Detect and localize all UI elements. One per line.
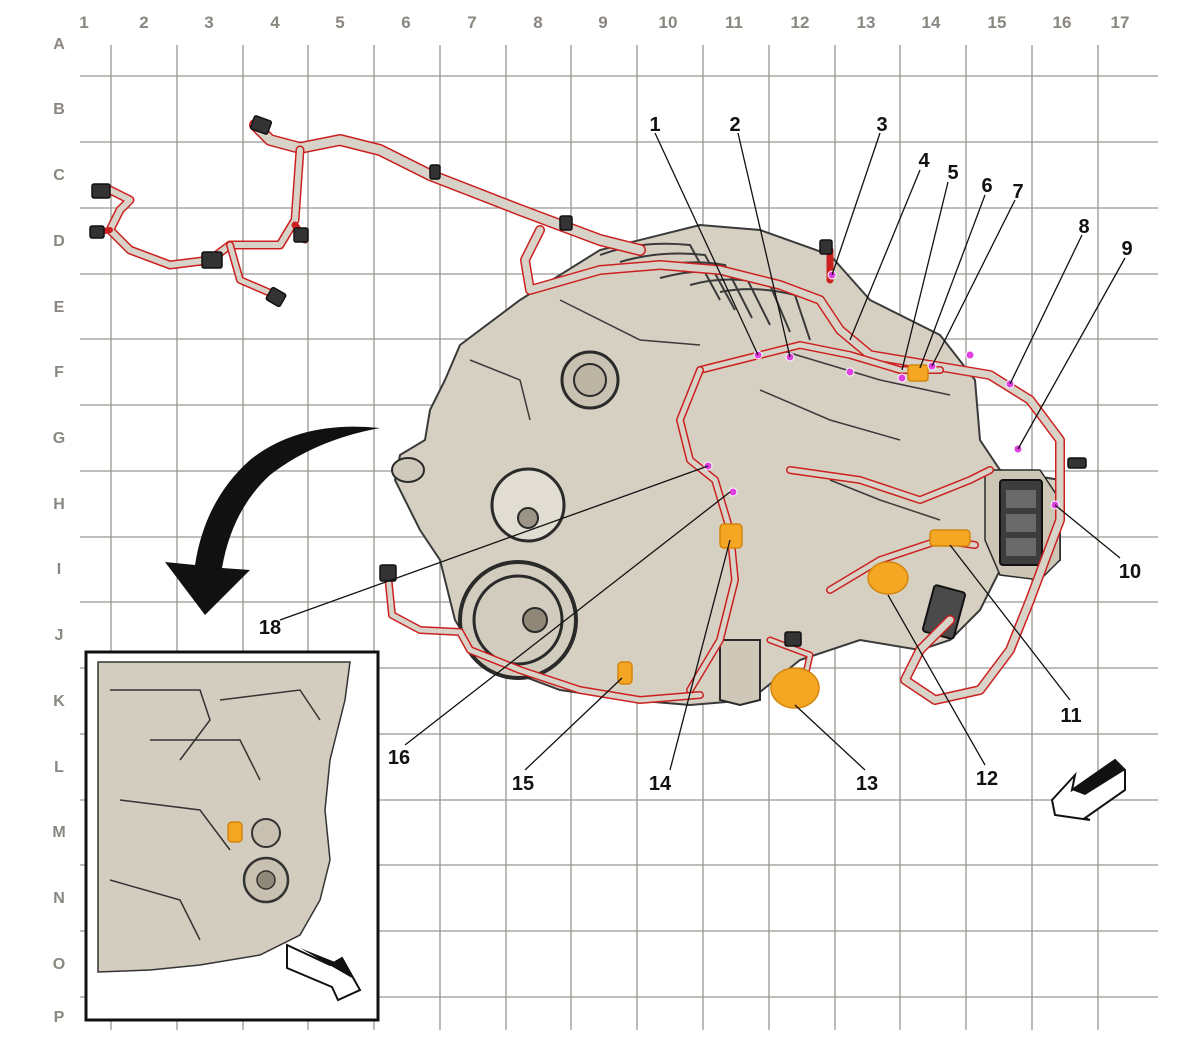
grid-col-label: 8 xyxy=(533,13,542,32)
callout-2: 2 xyxy=(729,114,740,136)
grid-col-label: 13 xyxy=(857,13,876,32)
highlight-11 xyxy=(929,529,971,547)
grid-col-label: 14 xyxy=(922,13,941,32)
highlight-15 xyxy=(617,661,633,685)
highlight-14 xyxy=(719,523,743,549)
thermostat-housing xyxy=(391,457,425,483)
grid-row-label: B xyxy=(53,101,65,118)
grid-col-label: 3 xyxy=(204,13,213,32)
grid-col-label: 12 xyxy=(791,13,810,32)
idler-pulley xyxy=(490,467,566,543)
grid-row-label: J xyxy=(55,627,64,644)
grid-col-label: 16 xyxy=(1053,13,1072,32)
grid-col-label: 6 xyxy=(401,13,410,32)
highlight-17 xyxy=(227,821,243,843)
callout-10: 10 xyxy=(1119,561,1141,583)
grid-row-label: H xyxy=(53,496,65,513)
grid-row-label: M xyxy=(52,824,65,841)
callout-13: 13 xyxy=(856,773,878,795)
callout-9: 9 xyxy=(1121,238,1132,260)
grid-col-label: 17 xyxy=(1111,13,1130,32)
grid-row-label: A xyxy=(53,36,65,53)
callout-5: 5 xyxy=(947,162,958,184)
grid-row-label: K xyxy=(53,693,65,710)
inset-detail-view xyxy=(84,650,380,1022)
grid-row-label: E xyxy=(54,299,65,316)
leader-lines xyxy=(237,132,1126,894)
callout-8: 8 xyxy=(1078,216,1089,238)
grid-col-label: 2 xyxy=(139,13,148,32)
wiring-harness xyxy=(89,115,1087,705)
harness-lower-branch xyxy=(384,571,704,704)
grid-column-labels: 1 2 3 4 5 6 7 8 9 10 11 12 13 14 15 16 1… xyxy=(79,13,1129,32)
callout-16: 16 xyxy=(388,747,410,769)
grid-col-label: 9 xyxy=(598,13,607,32)
view-direction-arrow-icon xyxy=(1050,758,1126,821)
callout-3: 3 xyxy=(876,114,887,136)
highlight-13 xyxy=(770,667,820,709)
grid-row-label: P xyxy=(54,1009,65,1026)
crankshaft-pulley xyxy=(458,560,578,680)
callout-15: 15 xyxy=(512,773,534,795)
engine-assembly xyxy=(391,223,1061,707)
grid-row-label: N xyxy=(53,890,65,907)
grid-col-label: 7 xyxy=(467,13,476,32)
callout-4: 4 xyxy=(918,150,930,172)
curved-arrow-icon xyxy=(165,426,380,615)
grid-col-label: 1 xyxy=(79,13,88,32)
grid-row-label: F xyxy=(54,364,64,381)
grid-row-label: C xyxy=(53,167,65,184)
grid-row-labels: A B C D E F G H I J K L M N O P xyxy=(52,36,65,1026)
callout-labels: 1 2 3 4 5 6 7 8 9 10 11 12 13 14 15 16 1… xyxy=(259,114,1141,918)
callout-7: 7 xyxy=(1012,181,1023,203)
callout-18: 18 xyxy=(259,617,281,639)
grid-row-label: D xyxy=(53,233,65,250)
grid-row-label: G xyxy=(53,430,65,447)
highlight-12 xyxy=(867,561,909,595)
callout-14: 14 xyxy=(649,773,672,795)
callout-11: 11 xyxy=(1060,705,1081,727)
grid-col-label: 10 xyxy=(659,13,678,32)
highlight-6 xyxy=(907,364,929,382)
grid-row-label: O xyxy=(53,956,65,973)
callout-12: 12 xyxy=(976,768,998,790)
grid-col-label: 11 xyxy=(725,13,743,32)
harness-connectors xyxy=(89,115,1087,647)
harness-top-run xyxy=(520,225,1065,705)
component-highlights xyxy=(617,364,971,709)
grid-col-label: 15 xyxy=(988,13,1007,32)
grid-col-label: 4 xyxy=(270,13,280,32)
callout-1: 1 xyxy=(649,114,660,136)
grid-col-label: 5 xyxy=(335,13,344,32)
grid-row-label: L xyxy=(54,759,64,776)
harness-left-branch xyxy=(97,119,646,299)
callout-6: 6 xyxy=(981,175,992,197)
oil-filter xyxy=(719,639,761,707)
view-direction-arrow-icon xyxy=(286,943,362,1002)
grid-row-label: I xyxy=(57,561,61,578)
